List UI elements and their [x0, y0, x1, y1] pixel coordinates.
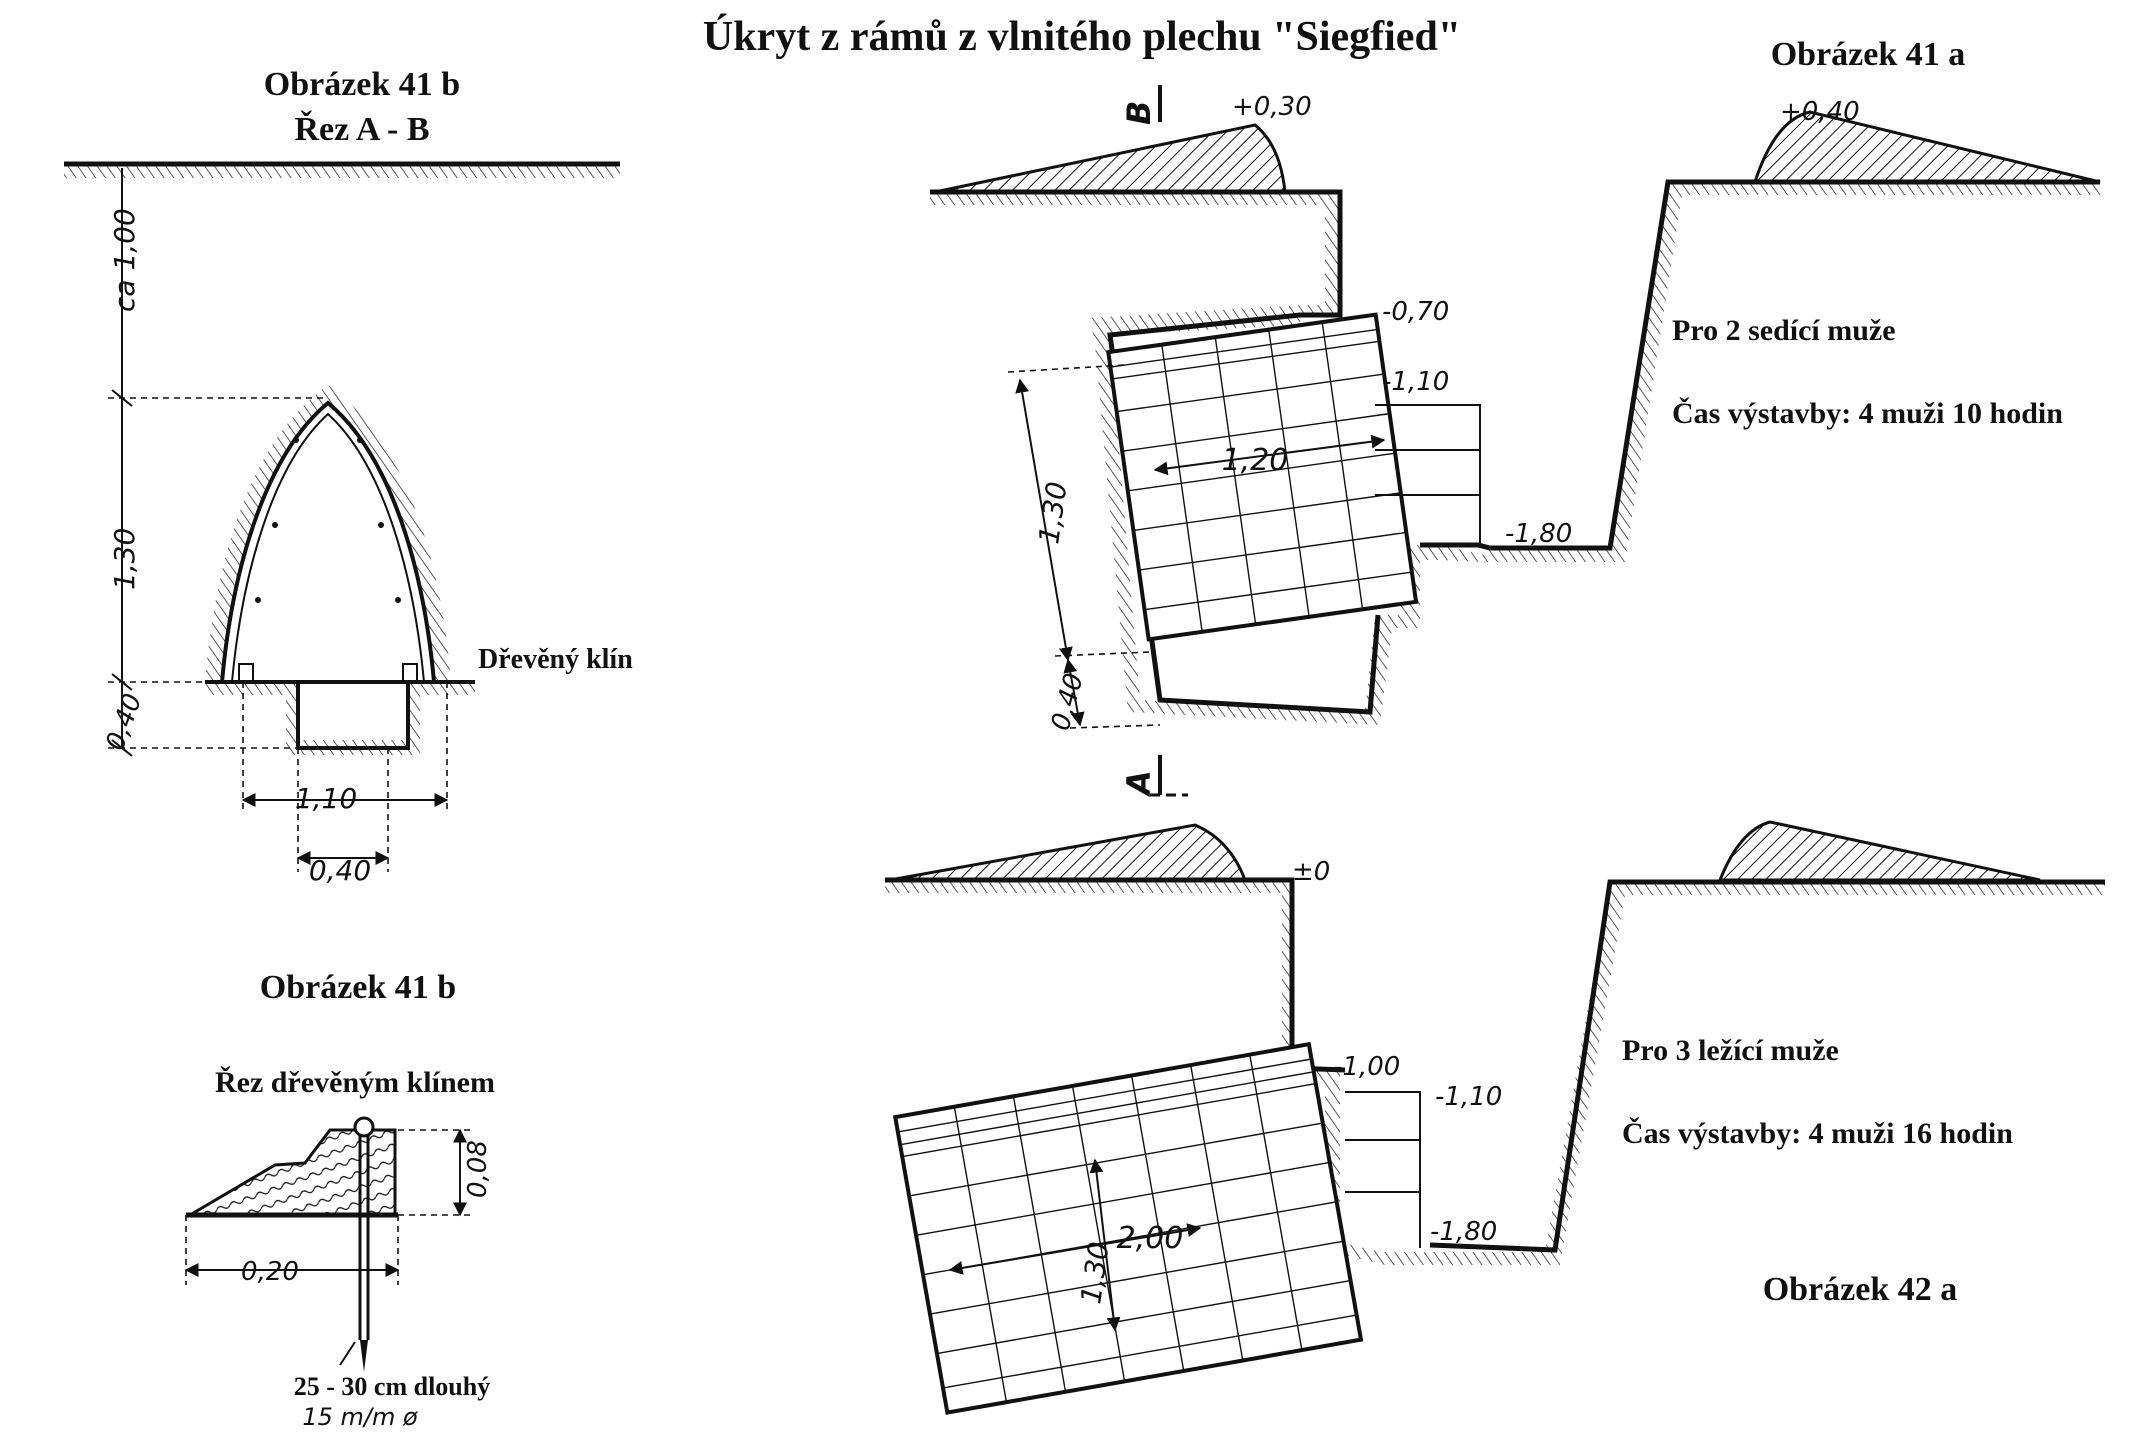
corrugated-arch-section	[205, 385, 451, 684]
level-minus-110-42a: -1,10	[1435, 1082, 1502, 1112]
level-minus-180-42a: -1,80	[1430, 1217, 1497, 1247]
dim-depth-cover: ca 1,00	[108, 208, 141, 312]
spoil-mound-left-42a	[889, 823, 1248, 882]
wood-wedge-profile	[184, 1128, 397, 1217]
dim-arch-width: 1,10	[295, 782, 357, 815]
dim-drain-depth: 0,40	[100, 690, 148, 755]
level-minus-070: -0,70	[1382, 297, 1449, 327]
level-minus-110: -1,10	[1382, 367, 1449, 397]
dim-frame-length: 2,00	[1117, 1221, 1184, 1256]
nail-length: 25 - 30 cm dlouhý	[294, 1372, 490, 1401]
level-plus-040: +0,40	[1780, 97, 1860, 127]
fig41b-section-label: Obrázek 41 b	[264, 66, 460, 103]
wood-wedge-right	[402, 663, 418, 683]
corrugated-frame-41a	[1106, 312, 1419, 642]
dim-frame-width: 1,20	[1222, 443, 1289, 478]
fig41a-label: Obrázek 41 a	[1771, 36, 1966, 73]
spoil-mound-right-42a	[1717, 820, 2041, 882]
figure-42a: 2,00 1,30 ±0 -1,00 -1,10 -1,80 Pro 3 lež…	[885, 820, 2105, 1415]
level-minus-100: -1,00	[1333, 1052, 1400, 1082]
fig42a-build-time: Čas výstavby: 4 muži 16 hodin	[1622, 1117, 2013, 1150]
level-zero: ±0	[1292, 857, 1330, 887]
figure-41b-section: Obrázek 41 b Řez A - B	[64, 66, 633, 887]
fig41b-section-sublabel: Řez A - B	[294, 110, 429, 148]
fig41b-wedge-sublabel: Řez dřevěným klínem	[215, 1066, 495, 1099]
wood-wedge-left	[238, 663, 254, 683]
fig42a-capacity: Pro 3 ležící muže	[1622, 1034, 1839, 1067]
dim-drain-width: 0,40	[309, 854, 371, 887]
dim-floor-drop: 0,40	[1046, 670, 1090, 734]
svg-text:A: A	[1120, 770, 1158, 798]
svg-text:B: B	[1120, 101, 1158, 125]
level-plus-030: +0,30	[1232, 92, 1312, 122]
nail	[353, 1116, 375, 1372]
main-title: Úkryt z rámů z vlnitého plechu "Siegfied…	[703, 13, 1461, 60]
figure-41a: Obrázek 41 a	[930, 36, 2101, 798]
ground-surface	[64, 161, 620, 178]
entry-steps-42a	[1345, 1091, 1421, 1248]
trench-profile-41a	[930, 179, 2100, 725]
fig41b-wedge-label: Obrázek 41 b	[260, 969, 456, 1006]
dim-wedge-height: 0,08	[463, 1140, 493, 1198]
figure-41b-wedge: Obrázek 41 b Řez dřevěným klínem 0,08 0,…	[184, 969, 495, 1431]
dim-wedge-width: 0,20	[241, 1257, 299, 1287]
nail-diameter: 15 m/m ø	[302, 1403, 418, 1431]
spoil-mound-left	[934, 123, 1287, 194]
fig42a-label: Obrázek 42 a	[1763, 1271, 1958, 1308]
fig41a-capacity: Pro 2 sedící muže	[1672, 314, 1896, 347]
entry-steps-41a	[1375, 404, 1481, 545]
spoil-mound-right	[1752, 110, 2101, 184]
dim-arch-height: 1,30	[108, 528, 141, 590]
floor-with-drain	[205, 663, 475, 755]
section-mark-a: A	[1120, 755, 1188, 798]
fig41b-horizontal-dims: 1,10 0,40	[241, 682, 449, 887]
fig41a-build-time: Čas výstavby: 4 muži 10 hodin	[1672, 397, 2063, 430]
trench-profile-42a	[885, 877, 2105, 1265]
section-mark-b: B	[1120, 85, 1162, 125]
wedge-callout: Dřevěný klín	[478, 644, 633, 675]
level-minus-180: -1,80	[1505, 519, 1572, 549]
